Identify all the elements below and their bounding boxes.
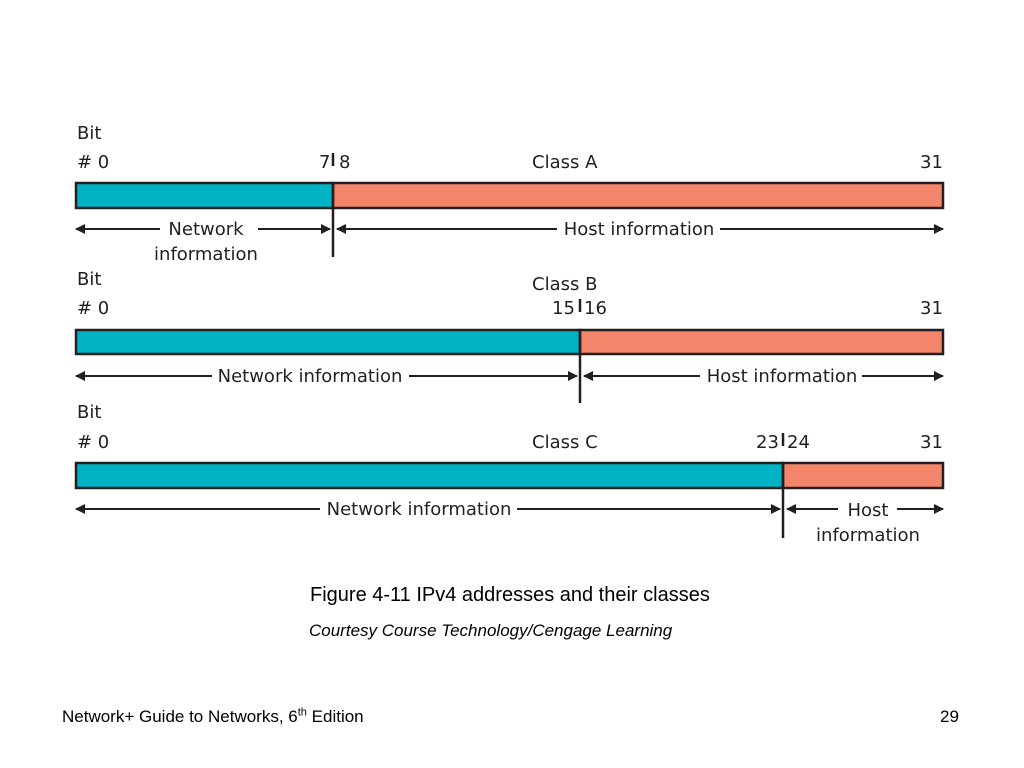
class-a-host-bar <box>331 181 945 210</box>
ipv4-classes-diagram: Bit # 0 7 8 Class A 31 Network informati… <box>74 123 945 546</box>
class-a-network-bar <box>74 181 335 210</box>
class-b-host-label: Host information <box>707 366 858 387</box>
class-a-group: Bit # 0 7 8 Class A 31 Network informati… <box>74 123 945 265</box>
class-c-start-label: # 0 <box>77 432 109 453</box>
class-c-host-label-2: information <box>816 525 920 546</box>
class-c-boundary-right: 24 <box>787 432 810 453</box>
class-a-bit-label: Bit <box>77 123 101 144</box>
class-c-bit-label: Bit <box>77 402 101 423</box>
class-b-group: Bit Class B # 0 15 16 31 Network informa… <box>74 269 945 403</box>
class-b-start-label: # 0 <box>77 298 109 319</box>
class-c-class-label: Class C <box>532 432 598 453</box>
footer-book-title: Network+ Guide to Networks, 6th Edition <box>62 707 364 727</box>
class-b-class-label: Class B <box>532 274 597 295</box>
class-c-boundary-left: 23 <box>756 432 779 453</box>
class-a-start-label: # 0 <box>77 152 109 173</box>
figure-caption: Figure 4-11 IPv4 addresses and their cla… <box>310 584 710 606</box>
class-a-end-label: 31 <box>920 152 943 173</box>
class-b-network-label: Network information <box>218 366 403 387</box>
footer-title-rest: Edition <box>306 707 364 726</box>
class-c-end-label: 31 <box>920 432 943 453</box>
class-a-network-label-1: Network <box>168 219 244 240</box>
class-c-network-bar <box>74 461 785 490</box>
class-b-boundary-left: 15 <box>552 298 575 319</box>
class-b-bit-label: Bit <box>77 269 101 290</box>
figure-credit: Courtesy Course Technology/Cengage Learn… <box>309 621 673 640</box>
class-a-class-label: Class A <box>532 152 598 173</box>
class-c-host-label-1: Host <box>848 500 889 521</box>
class-b-end-label: 31 <box>920 298 943 319</box>
class-a-boundary-right: 8 <box>339 152 350 173</box>
class-c-group: Bit # 0 Class C 23 24 31 Network informa… <box>74 402 945 546</box>
footer-title-sup: th <box>297 706 307 719</box>
class-a-boundary-left: 7 <box>319 152 330 173</box>
class-a-host-label: Host information <box>564 219 715 240</box>
class-b-boundary-right: 16 <box>584 298 607 319</box>
page-number: 29 <box>940 707 959 726</box>
class-b-host-bar <box>578 328 945 356</box>
class-c-host-bar <box>781 461 945 490</box>
footer-title-main: Network+ Guide to Networks, 6 <box>62 707 298 726</box>
class-a-network-label-2: information <box>154 244 258 265</box>
class-c-network-label: Network information <box>327 499 512 520</box>
class-b-network-bar <box>74 328 582 356</box>
